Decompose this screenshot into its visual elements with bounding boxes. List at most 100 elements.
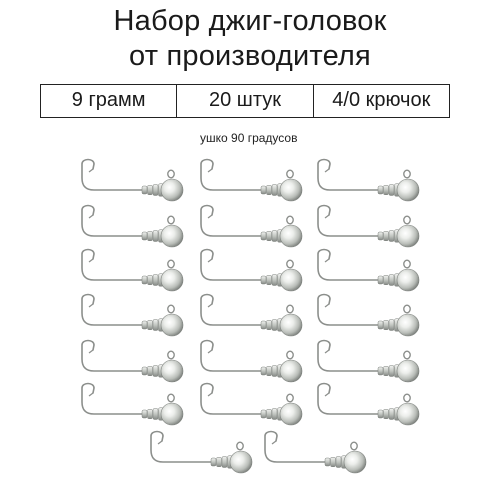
collar-rib xyxy=(260,409,267,419)
line-eye xyxy=(167,393,175,403)
lead-ball xyxy=(160,224,184,248)
jig-head xyxy=(81,339,184,383)
collar-rib xyxy=(260,275,267,285)
collar-rib xyxy=(141,409,148,419)
hook-wire xyxy=(317,158,379,191)
hook-wire xyxy=(81,382,143,415)
collar-rib xyxy=(271,274,278,286)
lead-ball xyxy=(279,402,303,426)
hook-wire xyxy=(200,339,262,372)
collar-rib xyxy=(266,366,272,376)
lead-ball xyxy=(229,450,253,474)
line-eye xyxy=(286,304,294,314)
jig-head xyxy=(200,382,303,426)
line-eye xyxy=(403,259,411,269)
hook-wire xyxy=(81,339,143,372)
collar-rib xyxy=(216,457,222,467)
line-eye xyxy=(286,215,294,225)
line-eye xyxy=(167,215,175,225)
hook-wire xyxy=(200,248,262,281)
collar-rib xyxy=(152,230,159,242)
line-eye xyxy=(167,350,175,360)
product-title: Набор джиг-головок от производителя xyxy=(0,4,500,74)
lead-ball xyxy=(160,268,184,292)
collar-rib xyxy=(388,230,395,242)
hook-barb xyxy=(207,168,213,173)
collar-rib xyxy=(260,366,267,376)
collar-rib xyxy=(383,409,389,419)
line-eye xyxy=(403,169,411,179)
jig-head xyxy=(81,158,184,202)
collar-rib xyxy=(147,366,153,376)
collar-rib xyxy=(141,231,148,241)
collar-rib xyxy=(260,185,267,195)
lead-ball xyxy=(396,359,420,383)
line-eye xyxy=(167,304,175,314)
line-eye xyxy=(350,441,358,451)
hook-barb xyxy=(88,258,94,263)
hook-wire xyxy=(81,204,143,237)
collar-rib xyxy=(377,275,384,285)
hook-wire xyxy=(317,204,379,237)
hook-barb xyxy=(324,303,330,308)
hook-wire xyxy=(200,293,262,326)
hook-barb xyxy=(324,168,330,173)
hook-wire xyxy=(317,248,379,281)
line-eye xyxy=(167,259,175,269)
jig-head xyxy=(81,293,184,337)
collar-rib xyxy=(377,409,384,419)
jig-head xyxy=(81,248,184,292)
hook-barb xyxy=(157,440,163,445)
lead-ball xyxy=(396,268,420,292)
hook-barb xyxy=(207,214,213,219)
collar-rib xyxy=(141,320,148,330)
collar-rib xyxy=(324,457,331,467)
title-line-1: Набор джиг-головок xyxy=(113,5,387,37)
collar-rib xyxy=(141,275,148,285)
lead-ball xyxy=(279,359,303,383)
hook-barb xyxy=(207,258,213,263)
collar-rib xyxy=(266,409,272,419)
collar-rib xyxy=(152,274,159,286)
line-eye xyxy=(403,393,411,403)
collar-rib xyxy=(221,456,228,468)
hook-wire xyxy=(81,293,143,326)
collar-rib xyxy=(388,184,395,196)
collar-rib xyxy=(147,409,153,419)
collar-rib xyxy=(383,366,389,376)
hook-wire xyxy=(317,382,379,415)
collar-rib xyxy=(266,275,272,285)
collar-rib xyxy=(147,185,153,195)
collar-rib xyxy=(141,366,148,376)
line-eye xyxy=(403,304,411,314)
collar-rib xyxy=(147,320,153,330)
jig-head xyxy=(200,248,303,292)
hook-barb xyxy=(324,258,330,263)
line-eye xyxy=(236,441,244,451)
collar-rib xyxy=(210,457,217,467)
line-eye xyxy=(286,169,294,179)
hook-barb xyxy=(88,303,94,308)
collar-rib xyxy=(388,408,395,420)
collar-rib xyxy=(335,456,342,468)
line-eye xyxy=(403,350,411,360)
lead-ball xyxy=(279,313,303,337)
jig-head xyxy=(317,293,420,337)
jig-head xyxy=(200,158,303,202)
hook-barb xyxy=(88,168,94,173)
collar-rib xyxy=(271,184,278,196)
hook-wire xyxy=(200,204,262,237)
spec-hook-size: 4/0 крючок xyxy=(332,89,431,111)
collar-rib xyxy=(388,319,395,331)
hook-barb xyxy=(207,392,213,397)
collar-rib xyxy=(266,231,272,241)
lead-ball xyxy=(396,402,420,426)
hook-wire xyxy=(317,339,379,372)
lead-ball xyxy=(160,402,184,426)
collar-rib xyxy=(152,365,159,377)
jig-head xyxy=(200,204,303,248)
hook-barb xyxy=(207,303,213,308)
line-eye xyxy=(403,215,411,225)
hook-wire xyxy=(150,430,212,463)
collar-rib xyxy=(271,365,278,377)
